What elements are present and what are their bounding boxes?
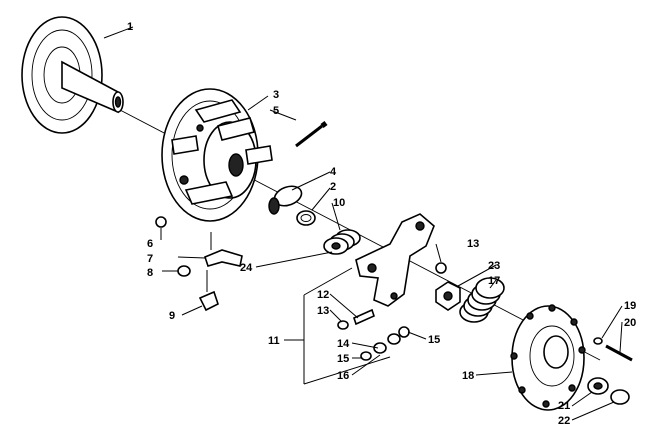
retaining-ring-part xyxy=(610,389,630,405)
snap-ring-part xyxy=(296,210,316,226)
callout-18: 18 xyxy=(462,370,474,382)
bolt-part xyxy=(295,121,328,148)
callout-17: 17 xyxy=(488,275,500,287)
callout-15-right: 15 xyxy=(428,334,440,346)
lock-nut-part xyxy=(155,216,167,228)
roller-pin-part xyxy=(177,265,191,277)
callout-labels: 1 2 3 4 5 6 7 8 9 10 11 12 13 13 14 15 1… xyxy=(127,21,636,427)
cover-plate-part xyxy=(510,304,586,411)
drive-sheave-part xyxy=(21,16,124,134)
spider-housing-part xyxy=(161,88,273,222)
callout-11: 11 xyxy=(268,335,280,347)
callout-19: 19 xyxy=(624,300,636,312)
leader-lines xyxy=(103,26,623,421)
cam-arm-part xyxy=(355,213,435,307)
roller-part xyxy=(435,262,447,274)
callout-16: 16 xyxy=(337,370,349,382)
callout-7: 7 xyxy=(147,253,153,265)
clip-part xyxy=(198,270,219,312)
callout-22: 22 xyxy=(558,415,570,427)
cover-bushing-part xyxy=(587,377,609,395)
callout-6: 6 xyxy=(147,238,153,250)
callout-10: 10 xyxy=(333,197,345,209)
callout-5: 5 xyxy=(273,105,279,117)
bushing-part xyxy=(268,185,303,215)
callout-3: 3 xyxy=(273,89,279,101)
spacer-part xyxy=(360,326,410,361)
nut-part xyxy=(435,281,461,311)
callout-21: 21 xyxy=(558,400,570,412)
washer-stack-part xyxy=(323,229,361,255)
callout-13-left: 13 xyxy=(317,305,329,317)
callout-12: 12 xyxy=(317,289,329,301)
cam-weight-part xyxy=(204,232,243,267)
callout-9: 9 xyxy=(169,310,175,322)
pin-part xyxy=(337,308,375,330)
callout-15-left: 15 xyxy=(337,353,349,365)
callout-20: 20 xyxy=(624,317,636,329)
callout-24: 24 xyxy=(240,262,253,274)
callout-1: 1 xyxy=(127,21,133,33)
callout-13-right: 13 xyxy=(467,238,479,250)
callout-2: 2 xyxy=(330,181,336,193)
callout-4: 4 xyxy=(330,166,337,178)
spring-part xyxy=(459,277,505,323)
callout-8: 8 xyxy=(147,267,153,279)
cover-bolt-part xyxy=(593,337,633,362)
callout-14: 14 xyxy=(337,338,350,350)
callout-23: 23 xyxy=(488,260,500,272)
